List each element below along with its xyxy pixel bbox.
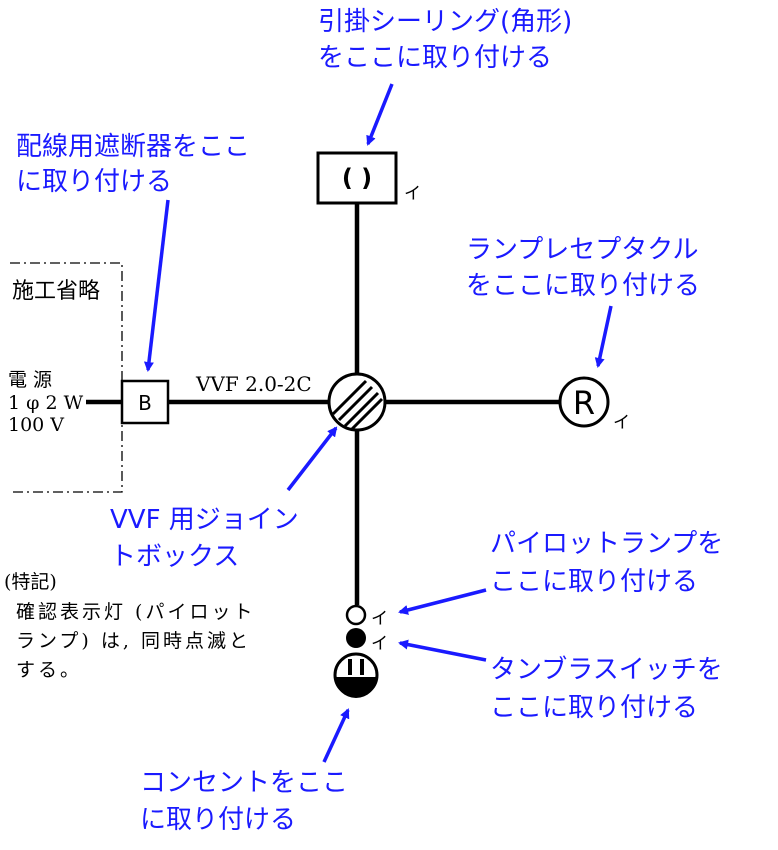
ceiling-rose-glyph: ( )	[342, 164, 372, 192]
lamp-receptacle-letter: R	[573, 384, 595, 422]
ceiling-rose-arrow	[366, 83, 394, 146]
breaker-annotation-line2: に取り付ける	[16, 167, 172, 197]
source-label-line3: 100 V	[8, 414, 64, 436]
lamp-arrow	[594, 305, 613, 368]
omitted-area-border	[10, 262, 123, 493]
outlet-symbol	[333, 652, 379, 698]
pilot-lamp-arrow	[398, 588, 487, 615]
outlet-arrow	[322, 708, 350, 763]
notes-title: (特記)	[4, 571, 57, 593]
notes-line2: ランプ) は, 同時点滅と	[16, 630, 251, 652]
lamp-receptacle-symbol	[558, 376, 610, 428]
switch-arrow	[398, 639, 487, 662]
source-label-line1: 電 源	[8, 369, 52, 391]
joint-box-arrow	[286, 426, 338, 492]
omitted-label: 施工省略	[12, 279, 100, 304]
outlet-annotation-line2: に取り付ける	[140, 805, 296, 835]
pilot-lamp-annotation-line2: ここに取り付ける	[490, 567, 698, 597]
wires	[86, 203, 560, 605]
circuit-mark-pilot: イ	[371, 609, 388, 629]
joint-box-symbol	[327, 372, 387, 432]
breaker-letter: B	[138, 391, 152, 415]
lamp-annotation-line1: ランプレセプタクル	[466, 235, 698, 265]
joint-box-annotation-line2: トボックス	[110, 542, 239, 572]
switch-annotation-line1: タンブラスイッチを	[490, 655, 723, 685]
ceiling-rose-annotation-line1: 引掛シーリング(角形)	[318, 7, 572, 37]
circuit-mark-ceiling: イ	[404, 184, 421, 204]
tumbler-switch-symbol	[346, 628, 366, 648]
notes-line1: 確認表示灯 (パイロット	[16, 601, 255, 623]
switch-annotation-line2: ここに取り付ける	[490, 693, 698, 723]
breaker-annotation-line1: 配線用遮断器をここ	[16, 132, 250, 162]
pilot-lamp-symbol	[345, 604, 367, 626]
circuit-mark-switch: イ	[371, 634, 388, 654]
breaker-arrow	[143, 199, 170, 372]
joint-box-annotation-line1: VVF 用ジョイン	[110, 505, 299, 535]
outlet-annotation-line1: コンセントをここ	[140, 768, 348, 798]
source-label-line2: 1 φ 2 W	[8, 392, 84, 414]
breaker-symbol	[120, 379, 170, 425]
ceiling-rose-annotation-line2: をここに取り付ける	[318, 43, 552, 73]
notes-line3: する。	[16, 659, 82, 681]
lamp-annotation-line2: をここに取り付ける	[466, 271, 700, 301]
cable-label: VVF 2.0-2C	[195, 372, 312, 396]
ceiling-rose-symbol	[316, 151, 398, 205]
pilot-lamp-annotation-line1: パイロットランプを	[490, 529, 723, 559]
circuit-mark-lamp: イ	[613, 413, 630, 433]
